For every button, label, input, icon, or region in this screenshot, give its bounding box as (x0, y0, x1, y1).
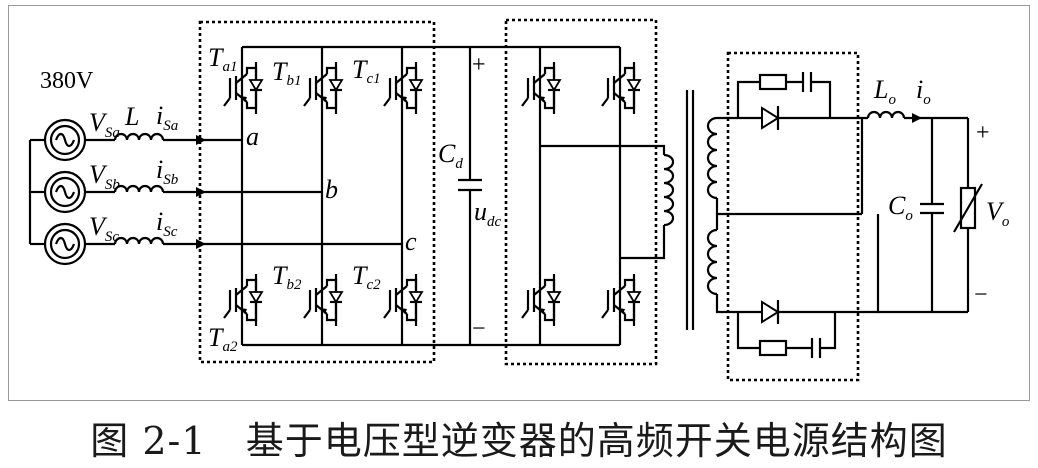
node-c: c (405, 227, 417, 256)
output-diode-bottom (761, 300, 780, 324)
ac-source-b (43, 170, 87, 214)
label-ta1: Ta1 (208, 43, 237, 75)
label-lo: Lo (873, 75, 896, 108)
label-tb1: Tb1 (272, 57, 301, 89)
output-diode-top (761, 106, 780, 130)
output-rectifier-box (726, 51, 860, 382)
label-tc1: Tc1 (352, 55, 381, 87)
figure-caption: 图 2-1 基于电压型逆变器的高频开关电源结构图 (90, 419, 948, 463)
node-b: b (325, 175, 338, 204)
rectifier-box (198, 20, 436, 364)
output-inductor-lo (866, 110, 906, 119)
label-l: L (124, 102, 139, 131)
label-tc2: Tc2 (352, 261, 381, 293)
label-isc: iSc (156, 207, 178, 240)
label-vsa: VSa (89, 108, 120, 141)
label-cd: Cd (438, 139, 463, 172)
inverter-box (504, 18, 658, 366)
figure-frame (8, 5, 1030, 401)
label-udc: udc (474, 197, 502, 230)
dc-plus-sign: + (472, 52, 486, 78)
transformer-primary (663, 153, 675, 227)
label-ta2: Ta2 (208, 323, 238, 355)
output-minus-sign: − (974, 282, 988, 308)
node-a: a (246, 122, 259, 151)
output-plus-sign: + (976, 120, 990, 146)
ac-source-c (43, 222, 87, 266)
label-vsb: VSb (89, 160, 120, 193)
label-io: io (916, 75, 931, 108)
inductor-lc (113, 236, 165, 245)
transformer-secondary-top (706, 116, 718, 200)
ac-source-a (43, 118, 87, 162)
transformer-secondary-bottom (706, 228, 718, 296)
inductor-la (113, 132, 165, 141)
label-co: Co (888, 191, 913, 224)
label-isa: iSa (156, 101, 178, 134)
label-vsc: VSc (89, 212, 119, 245)
inductor-lb (113, 184, 165, 193)
dc-minus-sign: − (472, 316, 486, 342)
label-vo: Vo (986, 197, 1010, 230)
label-isb: iSb (156, 155, 179, 188)
label-tb2: Tb2 (272, 261, 302, 293)
source-voltage-label: 380V (40, 68, 94, 94)
